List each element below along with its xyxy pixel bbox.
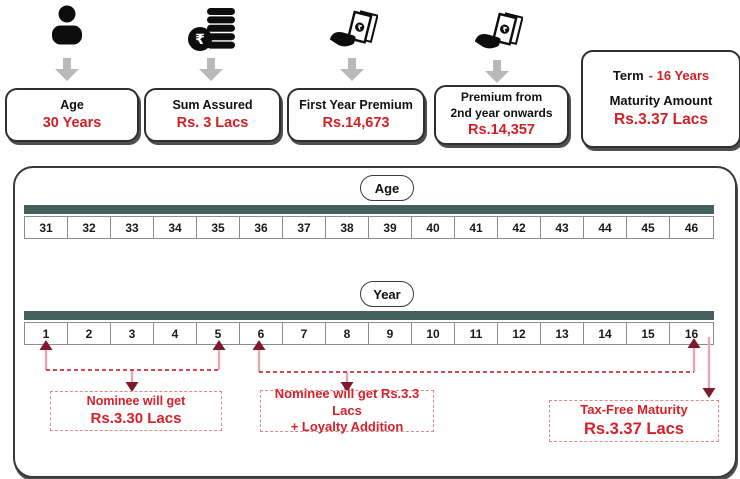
- down-arrow-icon: [485, 60, 509, 83]
- age-timeline-bar: [24, 205, 714, 214]
- year-cell: 8: [326, 323, 369, 344]
- age-cell: 46: [684, 220, 699, 235]
- money-in-hand-icon: ₹: [330, 10, 378, 47]
- annotation-nominee-early-line1: Nominee will get: [86, 394, 186, 409]
- card-first-year-premium: First Year Premium Rs.14,673: [287, 88, 425, 142]
- year-cell: 3: [111, 323, 154, 344]
- card-premium-onwards-label2: 2nd year onwards: [450, 105, 553, 120]
- year-cell: 5: [197, 323, 240, 344]
- term-label: Term: [612, 67, 644, 83]
- person-icon: [52, 5, 82, 45]
- age-cell: 45: [627, 217, 670, 238]
- annotation-nominee-later-line1: Nominee will get Rs.3.3 Lacs: [274, 385, 420, 418]
- year-cell: 2: [68, 323, 111, 344]
- age-cell: 44: [584, 217, 627, 238]
- annotation-nominee-early-line2: Rs.3.30 Lacs: [90, 410, 182, 428]
- year-cell: 12: [498, 323, 541, 344]
- age-cell: 36: [240, 217, 283, 238]
- age-cell: 33: [111, 217, 154, 238]
- money-in-hand-icon: ₹: [475, 12, 523, 49]
- rupee-coins-icon: ₹: [188, 8, 235, 51]
- annotation-tax-free-maturity-line1: Tax-Free Maturity: [580, 401, 688, 417]
- age-cell: 40: [412, 217, 455, 238]
- card-premium-onwards-label1: Premium from: [460, 89, 543, 104]
- year-cell: 6: [240, 323, 283, 344]
- annotation-nominee-early: Nominee will get Rs.3.30 Lacs: [50, 391, 222, 431]
- year-cell: 16: [684, 326, 699, 341]
- down-arrow-icon: [55, 58, 79, 81]
- age-cell: 34: [154, 217, 197, 238]
- year-cell: 10: [412, 323, 455, 344]
- card-age: Age 30 Years: [5, 88, 139, 142]
- card-sum-assured-value: Rs. 3 Lacs: [176, 114, 249, 131]
- card-first-year-premium-label: First Year Premium: [299, 98, 413, 113]
- age-row-label: Age: [360, 175, 414, 201]
- annotation-tax-free-maturity-line2: Rs.3.37 Lacs: [584, 419, 684, 438]
- card-age-label: Age: [60, 98, 84, 113]
- year-cell: 7: [283, 323, 326, 344]
- year-cell: 14: [584, 323, 627, 344]
- annotation-nominee-later: Nominee will get Rs.3.3 Lacs + Loyalty A…: [260, 386, 434, 434]
- age-cell: 38: [326, 217, 369, 238]
- svg-text:₹: ₹: [356, 23, 363, 32]
- annotation-tax-free-maturity: Tax-Free Maturity Rs.3.37 Lacs: [549, 400, 719, 442]
- age-cell: 32: [68, 217, 111, 238]
- svg-text:₹: ₹: [501, 25, 508, 34]
- card-sum-assured: Sum Assured Rs. 3 Lacs: [144, 88, 281, 142]
- svg-text:₹: ₹: [195, 32, 205, 48]
- year-cell: 9: [369, 323, 412, 344]
- year-cell: 13: [541, 323, 584, 344]
- card-first-year-premium-value: Rs.14,673: [322, 114, 390, 131]
- card-sum-assured-label: Sum Assured: [172, 98, 253, 113]
- year-cell: 4: [154, 323, 197, 344]
- down-arrow-icon: [340, 58, 364, 81]
- age-cell: 35: [197, 217, 240, 238]
- maturity-value: Rs.3.37 Lacs: [614, 111, 708, 129]
- year-cell: 1: [25, 323, 68, 344]
- age-cell: 31: [25, 217, 68, 238]
- card-age-value: 30 Years: [42, 114, 102, 131]
- down-arrow-icon: [199, 58, 223, 81]
- year-cell: 11: [455, 323, 498, 344]
- term-value: - 16 Years: [648, 67, 710, 83]
- age-cell: 41: [455, 217, 498, 238]
- card-premium-onwards-value: Rs.14,357: [468, 122, 535, 139]
- year-row-label: Year: [360, 281, 414, 307]
- term-line: Term- 16 Years: [613, 68, 709, 85]
- maturity-label: Maturity Amount: [609, 93, 713, 109]
- age-cell: 37: [283, 217, 326, 238]
- age-cell: 39: [369, 217, 412, 238]
- year-cell: 15: [627, 323, 670, 344]
- card-term-maturity: Term- 16 Years Maturity Amount Rs.3.37 L…: [581, 50, 740, 148]
- year-timeline-bar: [24, 311, 714, 320]
- card-premium-onwards: Premium from 2nd year onwards Rs.14,357: [434, 85, 569, 145]
- age-cell: 43: [541, 217, 584, 238]
- age-cell: 42: [498, 217, 541, 238]
- annotation-nominee-later-line2: + Loyalty Addition: [290, 419, 404, 435]
